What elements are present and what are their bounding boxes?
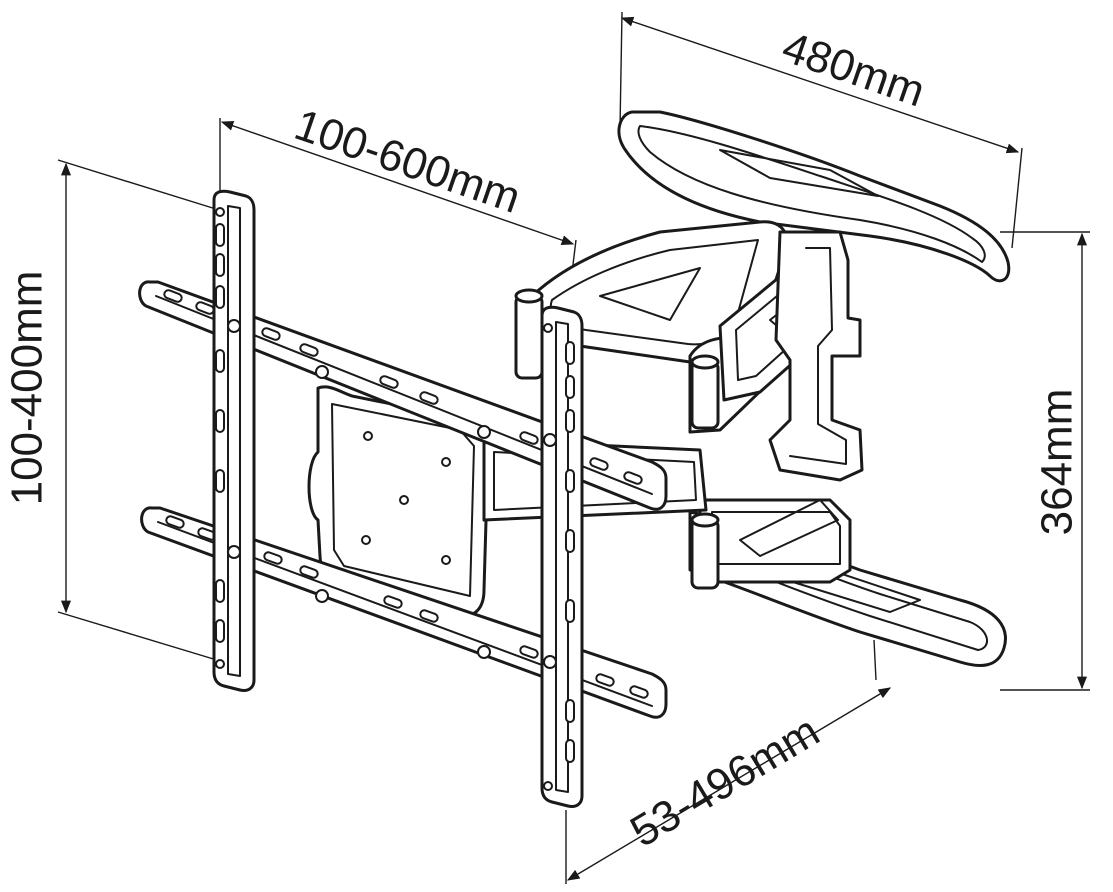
label-364mm: 364mm xyxy=(1032,388,1082,536)
horizontal-rail-bottom xyxy=(140,506,668,719)
vertical-rail-left xyxy=(212,189,256,692)
vertical-rail-right xyxy=(540,305,584,808)
upper-arm xyxy=(514,220,864,590)
lower-arm xyxy=(688,498,1007,667)
dimension-100-400mm xyxy=(57,159,233,665)
dimension-53-496mm xyxy=(565,639,892,884)
wall-plate xyxy=(617,110,1011,283)
label-100-400mm: 100-400mm xyxy=(2,270,52,506)
dimension-364mm xyxy=(1000,231,1090,691)
